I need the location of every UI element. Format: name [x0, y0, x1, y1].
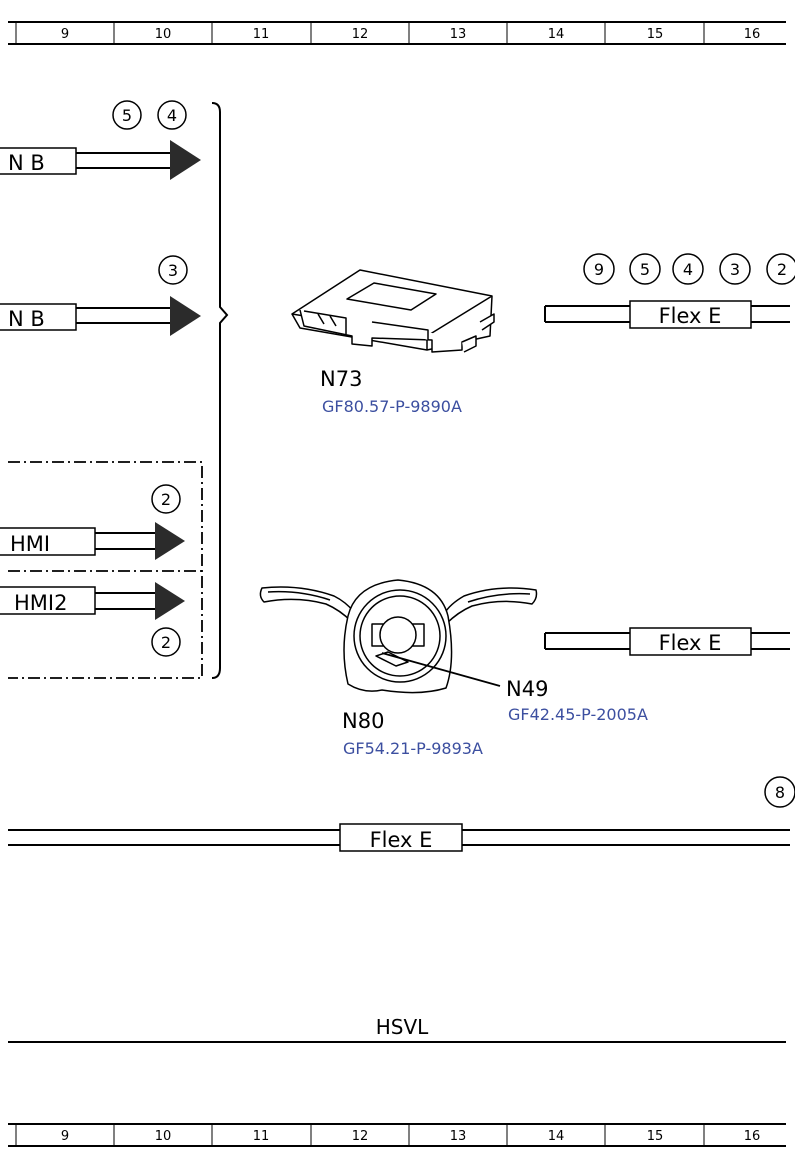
top-col-number: 10: [155, 27, 172, 42]
top-col-number: 14: [548, 27, 565, 42]
bus-label-box: [629, 300, 752, 329]
marker-number: 9: [594, 260, 604, 279]
n49-id: N49: [506, 677, 548, 701]
marker-number: 4: [167, 106, 177, 125]
bus-label-box: [629, 627, 752, 656]
marker-number: 4: [683, 260, 693, 279]
bottom-col-number: 14: [548, 1129, 565, 1144]
control-unit-icon: [291, 269, 495, 353]
connector-marker: [672, 253, 704, 285]
connector-marker: [764, 776, 795, 808]
can-hmi2-label: HMI2: [14, 591, 67, 615]
marker-number: 8: [775, 783, 785, 802]
bus-label-box: [0, 527, 96, 556]
n80-id: N80: [342, 709, 384, 733]
bottom-col-number: 9: [61, 1129, 69, 1144]
n73-reference: GF80.57-P-9890A: [322, 397, 462, 416]
top-col-number: 12: [352, 27, 369, 42]
bus-label-box: [339, 823, 463, 852]
connector-marker: [629, 253, 661, 285]
flex-e-middle-label: Flex E: [659, 631, 722, 655]
connector-marker: [151, 484, 181, 514]
arrow-head-icon: [155, 522, 185, 560]
marker-number: 5: [640, 260, 650, 279]
connector-marker: [719, 253, 751, 285]
bottom-grid-ruler: 9 10 11 12 13 14 15 16: [8, 1123, 786, 1147]
top-col-number: 16: [744, 27, 761, 42]
bus-label-box: [0, 586, 96, 615]
top-col-number: 9: [61, 27, 69, 42]
marker-number: 2: [777, 260, 787, 279]
top-col-number: 15: [647, 27, 664, 42]
bottom-col-number: 16: [744, 1129, 761, 1144]
flex-e-middle-bus: Flex E: [544, 627, 790, 656]
marker-number: 5: [122, 106, 132, 125]
flex-e-upper-bus: Flex E 9 5 4 3 2: [544, 253, 795, 329]
marker-number: 3: [168, 261, 178, 280]
connector-marker: [583, 253, 615, 285]
marker-number: 3: [730, 260, 740, 279]
bottom-col-number: 15: [647, 1129, 664, 1144]
connector-marker: [766, 253, 795, 285]
can-b-upper-bus: N B 5 4: [0, 100, 201, 180]
can-hmi-label: HMI: [10, 532, 50, 556]
steering-column-module-icon: [259, 579, 538, 694]
flex-e-upper-label: Flex E: [659, 304, 722, 328]
arrow-head-icon: [155, 582, 185, 620]
marker-number: 2: [161, 633, 171, 652]
can-b-lower-bus: N B 3: [0, 255, 201, 336]
n73-id: N73: [320, 367, 362, 391]
bus-label-box: [0, 147, 77, 175]
flex-e-bottom-label: Flex E: [370, 828, 433, 852]
flex-e-bottom-bus: Flex E 8: [8, 776, 795, 852]
arrow-head-icon: [170, 140, 201, 180]
marker-number: 2: [161, 490, 171, 509]
n49-leader-line: [381, 652, 501, 687]
arrow-head-icon: [170, 296, 201, 336]
can-b-lower-label: N B: [8, 307, 45, 331]
bottom-col-number: 11: [253, 1129, 270, 1144]
top-grid-ruler: 9 10 11 12 13 14 15 16: [8, 21, 786, 45]
top-col-number: 13: [450, 27, 467, 42]
n49-reference: GF42.45-P-2005A: [508, 705, 648, 724]
bottom-col-number: 12: [352, 1129, 369, 1144]
grouping-brace: [211, 102, 229, 679]
bus-label-box: [0, 303, 77, 331]
can-b-upper-label: N B: [8, 151, 45, 175]
hmi-dashed-group: HMI 2 HMI2 2: [0, 461, 203, 679]
bottom-col-number: 13: [450, 1129, 467, 1144]
bottom-col-number: 10: [155, 1129, 172, 1144]
connector-marker: [112, 100, 142, 130]
connector-marker: [157, 100, 187, 130]
top-col-number: 11: [253, 27, 270, 42]
connector-marker: [151, 627, 181, 657]
n80-reference: GF54.21-P-9893A: [343, 739, 483, 758]
hsvl-label: HSVL: [376, 1015, 429, 1039]
connector-marker: [158, 255, 188, 285]
